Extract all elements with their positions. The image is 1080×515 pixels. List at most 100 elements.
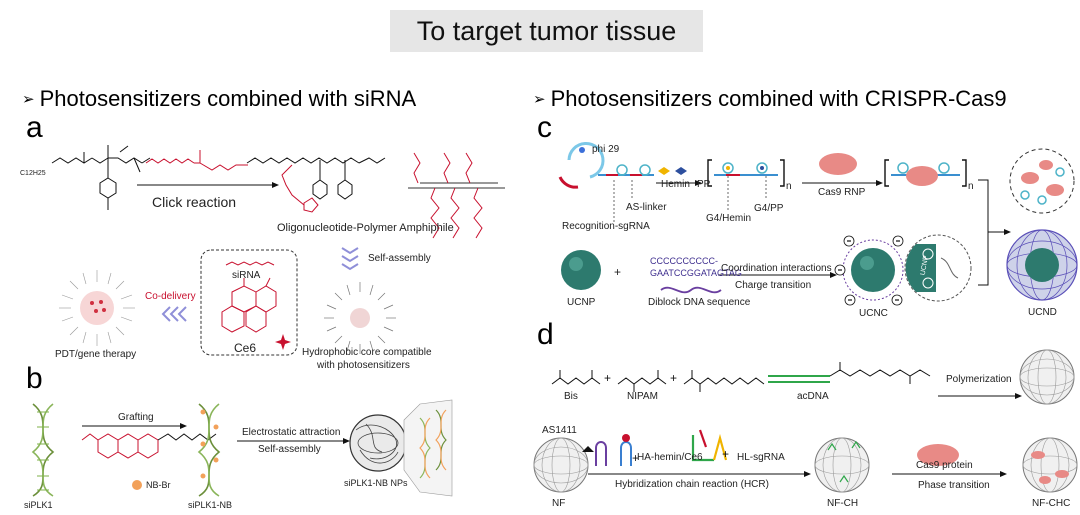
arrow-bullet-icon: ➢ [22, 91, 35, 108]
as1411-label: AS1411 [542, 425, 577, 436]
amphiphile-cartoon [408, 152, 505, 239]
cas9-rnp-icon [819, 153, 857, 175]
hcr-label: Hybridization chain reaction (HCR) [615, 479, 769, 490]
pp-diamond-icon [675, 167, 687, 175]
g4-pp-label: G4/PP [754, 203, 784, 214]
cas9-protein-icon [917, 444, 959, 466]
nb-dots-on-helix [200, 409, 219, 479]
section-left-title: Photosensitizers combined with siRNA [39, 86, 417, 111]
sirna-strand [225, 261, 275, 266]
sirna-label: siRNA [232, 270, 261, 281]
svg-text:+: + [604, 371, 611, 385]
as1411-hairpin [595, 441, 632, 466]
acdna-linker-monomer [683, 370, 765, 392]
chain-formula-label: C12H25 [20, 170, 46, 177]
phi29-label: phi 29 [592, 144, 620, 155]
hl-sgrna-label: HL-sgRNA [737, 452, 785, 463]
merge-bracket [978, 179, 1004, 286]
panel-label-c: c [537, 111, 552, 144]
dna-rungs-siplk1 [37, 411, 49, 491]
diblock-label: Diblock DNA sequence [648, 297, 751, 308]
ucnc-label: UCNC [859, 308, 888, 319]
sirna-ce6-box [200, 249, 298, 356]
alkyne-phosphate-reagent [145, 150, 248, 171]
svg-text:+: + [632, 451, 639, 465]
as-linker-label: AS-linker [626, 202, 667, 213]
ha-hemin-label: HA-hemin/Ce6 [637, 452, 703, 463]
pdt-micelle-core [80, 291, 114, 325]
coordination-label: Coordination interactions [721, 263, 832, 274]
section-right-title: Photosensitizers combined with CRISPR-Ca… [550, 86, 1007, 111]
plus-sign: + [614, 265, 622, 279]
polymerization-label: Polymerization [946, 374, 1012, 385]
hl-sgrna-strand [691, 429, 728, 462]
section-left-header: ➢Photosensitizers combined with siRNA [22, 86, 416, 112]
triazole-linkage [281, 164, 319, 213]
acdna-green-strands [768, 375, 830, 383]
ce6-molecule [221, 277, 277, 333]
ce6-label: Ce6 [234, 341, 257, 355]
siplk1-label: siPLK1 [24, 500, 53, 510]
charge-transition-label: Charge transition [735, 280, 812, 291]
hemin-diamond-icon [658, 167, 670, 175]
nf-ch-label: NF-CH [827, 498, 859, 509]
ucnp-label: UCNP [567, 297, 596, 308]
pdt-micelle-illustration [59, 270, 135, 346]
ucnd-label: UCND [1028, 307, 1057, 318]
dna-sequence-line-2: GAATCCGGATAGTAG [650, 268, 742, 278]
g4-hemin-label: G4/Hemin [706, 213, 752, 224]
micelle-core [350, 308, 370, 328]
phase-transition-label: Phase transition [918, 480, 990, 491]
svg-text:+: + [670, 371, 677, 385]
bis-monomer [551, 370, 601, 385]
bracket-product-1 [707, 159, 785, 187]
co-delivery-label: Co-delivery [145, 291, 196, 302]
ucnp-sphere [561, 250, 601, 290]
nb-br-label: NB-Br [146, 480, 171, 490]
phi29-plasmid [558, 142, 605, 189]
diblock-dna-strand [660, 286, 722, 294]
section-right-header: ➢Photosensitizers combined with CRISPR-C… [533, 86, 1007, 112]
ucnd-core [1025, 248, 1059, 282]
dna-sequence-line-1: CCCCCCCCCC- [650, 256, 718, 266]
svg-text:+: + [722, 447, 729, 461]
nf-label: NF [552, 498, 566, 509]
light-sparkle-icon [275, 334, 291, 350]
bis-label: Bis [564, 391, 578, 402]
co-delivery-chevrons [161, 306, 187, 322]
grafting-label: Grafting [118, 412, 154, 423]
self-assembly-label-b: Self-assembly [258, 444, 321, 455]
panel-label-b: b [26, 362, 43, 395]
amphiphile-structure [246, 157, 386, 200]
repeat-n-label-1: n [786, 181, 792, 192]
panel-label-d: d [537, 318, 554, 351]
annotation-dotted-lines [613, 176, 767, 222]
title-background [390, 10, 703, 52]
core-compatible-label-1: Hydrophobic core compatible [302, 347, 432, 358]
nf-chc-label: NF-CHC [1032, 498, 1071, 509]
arrow-bullet-icon: ➢ [533, 91, 546, 108]
pp-label: PP [697, 179, 711, 190]
nps-label: siPLK1-NB NPs [344, 478, 408, 488]
repeat-n-label-2: n [968, 181, 974, 192]
recognition-sgrna-label: Recognition-sgRNA [562, 221, 650, 232]
electrostatic-label: Electrostatic attraction [242, 427, 341, 438]
cas9-rnp-label: Cas9 RNP [818, 187, 866, 198]
dna-helix-cluster [403, 399, 453, 497]
dna-helix-siplk1-nb [197, 403, 221, 497]
hemin-label: Hemin [661, 179, 690, 190]
click-reaction-label: Click reaction [152, 194, 237, 210]
self-assembly-chevrons [341, 247, 359, 271]
cas9-complex-zoom [1009, 148, 1075, 214]
raft-monomer-structure [51, 145, 151, 210]
self-assembly-label-a: Self-assembly [368, 253, 431, 264]
siplk1-nb-label: siPLK1-NB [188, 500, 233, 510]
phi29-enzyme [579, 147, 585, 153]
ucnc-sphere [851, 248, 895, 292]
acdna-label: acDNA [797, 391, 829, 402]
nipam-label: NIPAM [627, 391, 658, 402]
panel-label-a: a [26, 111, 43, 144]
ucnc-zoom [904, 234, 972, 302]
nb-br-molecule [81, 433, 159, 459]
